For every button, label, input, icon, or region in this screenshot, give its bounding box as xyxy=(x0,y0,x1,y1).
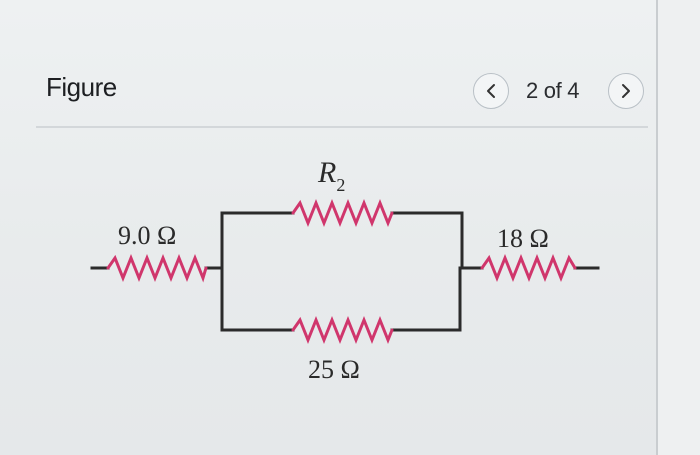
label-18-ohm: 18 Ω xyxy=(497,224,549,253)
figure-panel xyxy=(0,0,656,455)
side-strip xyxy=(658,0,700,455)
resistor-25-ohm xyxy=(291,315,394,345)
resistor-9-ohm xyxy=(106,253,208,283)
resistor-18-ohm xyxy=(480,253,577,283)
chevron-right-icon xyxy=(622,84,630,98)
resistor-r2 xyxy=(291,198,394,228)
label-r2-subscript: 2 xyxy=(336,175,346,195)
label-r2: R2 xyxy=(318,156,346,195)
label-25-ohm: 25 Ω xyxy=(308,355,360,384)
header-divider xyxy=(36,126,648,128)
next-figure-button[interactable] xyxy=(608,73,644,109)
page-indicator: 2 of 4 xyxy=(526,78,580,103)
label-9-ohm: 9.0 Ω xyxy=(118,221,177,250)
label-r2-symbol: R xyxy=(318,156,337,189)
chevron-left-icon xyxy=(487,84,495,98)
panel-border xyxy=(656,0,658,455)
circuit-wires xyxy=(90,211,600,332)
previous-figure-button[interactable] xyxy=(473,73,509,109)
figure-title: Figure xyxy=(46,72,117,102)
